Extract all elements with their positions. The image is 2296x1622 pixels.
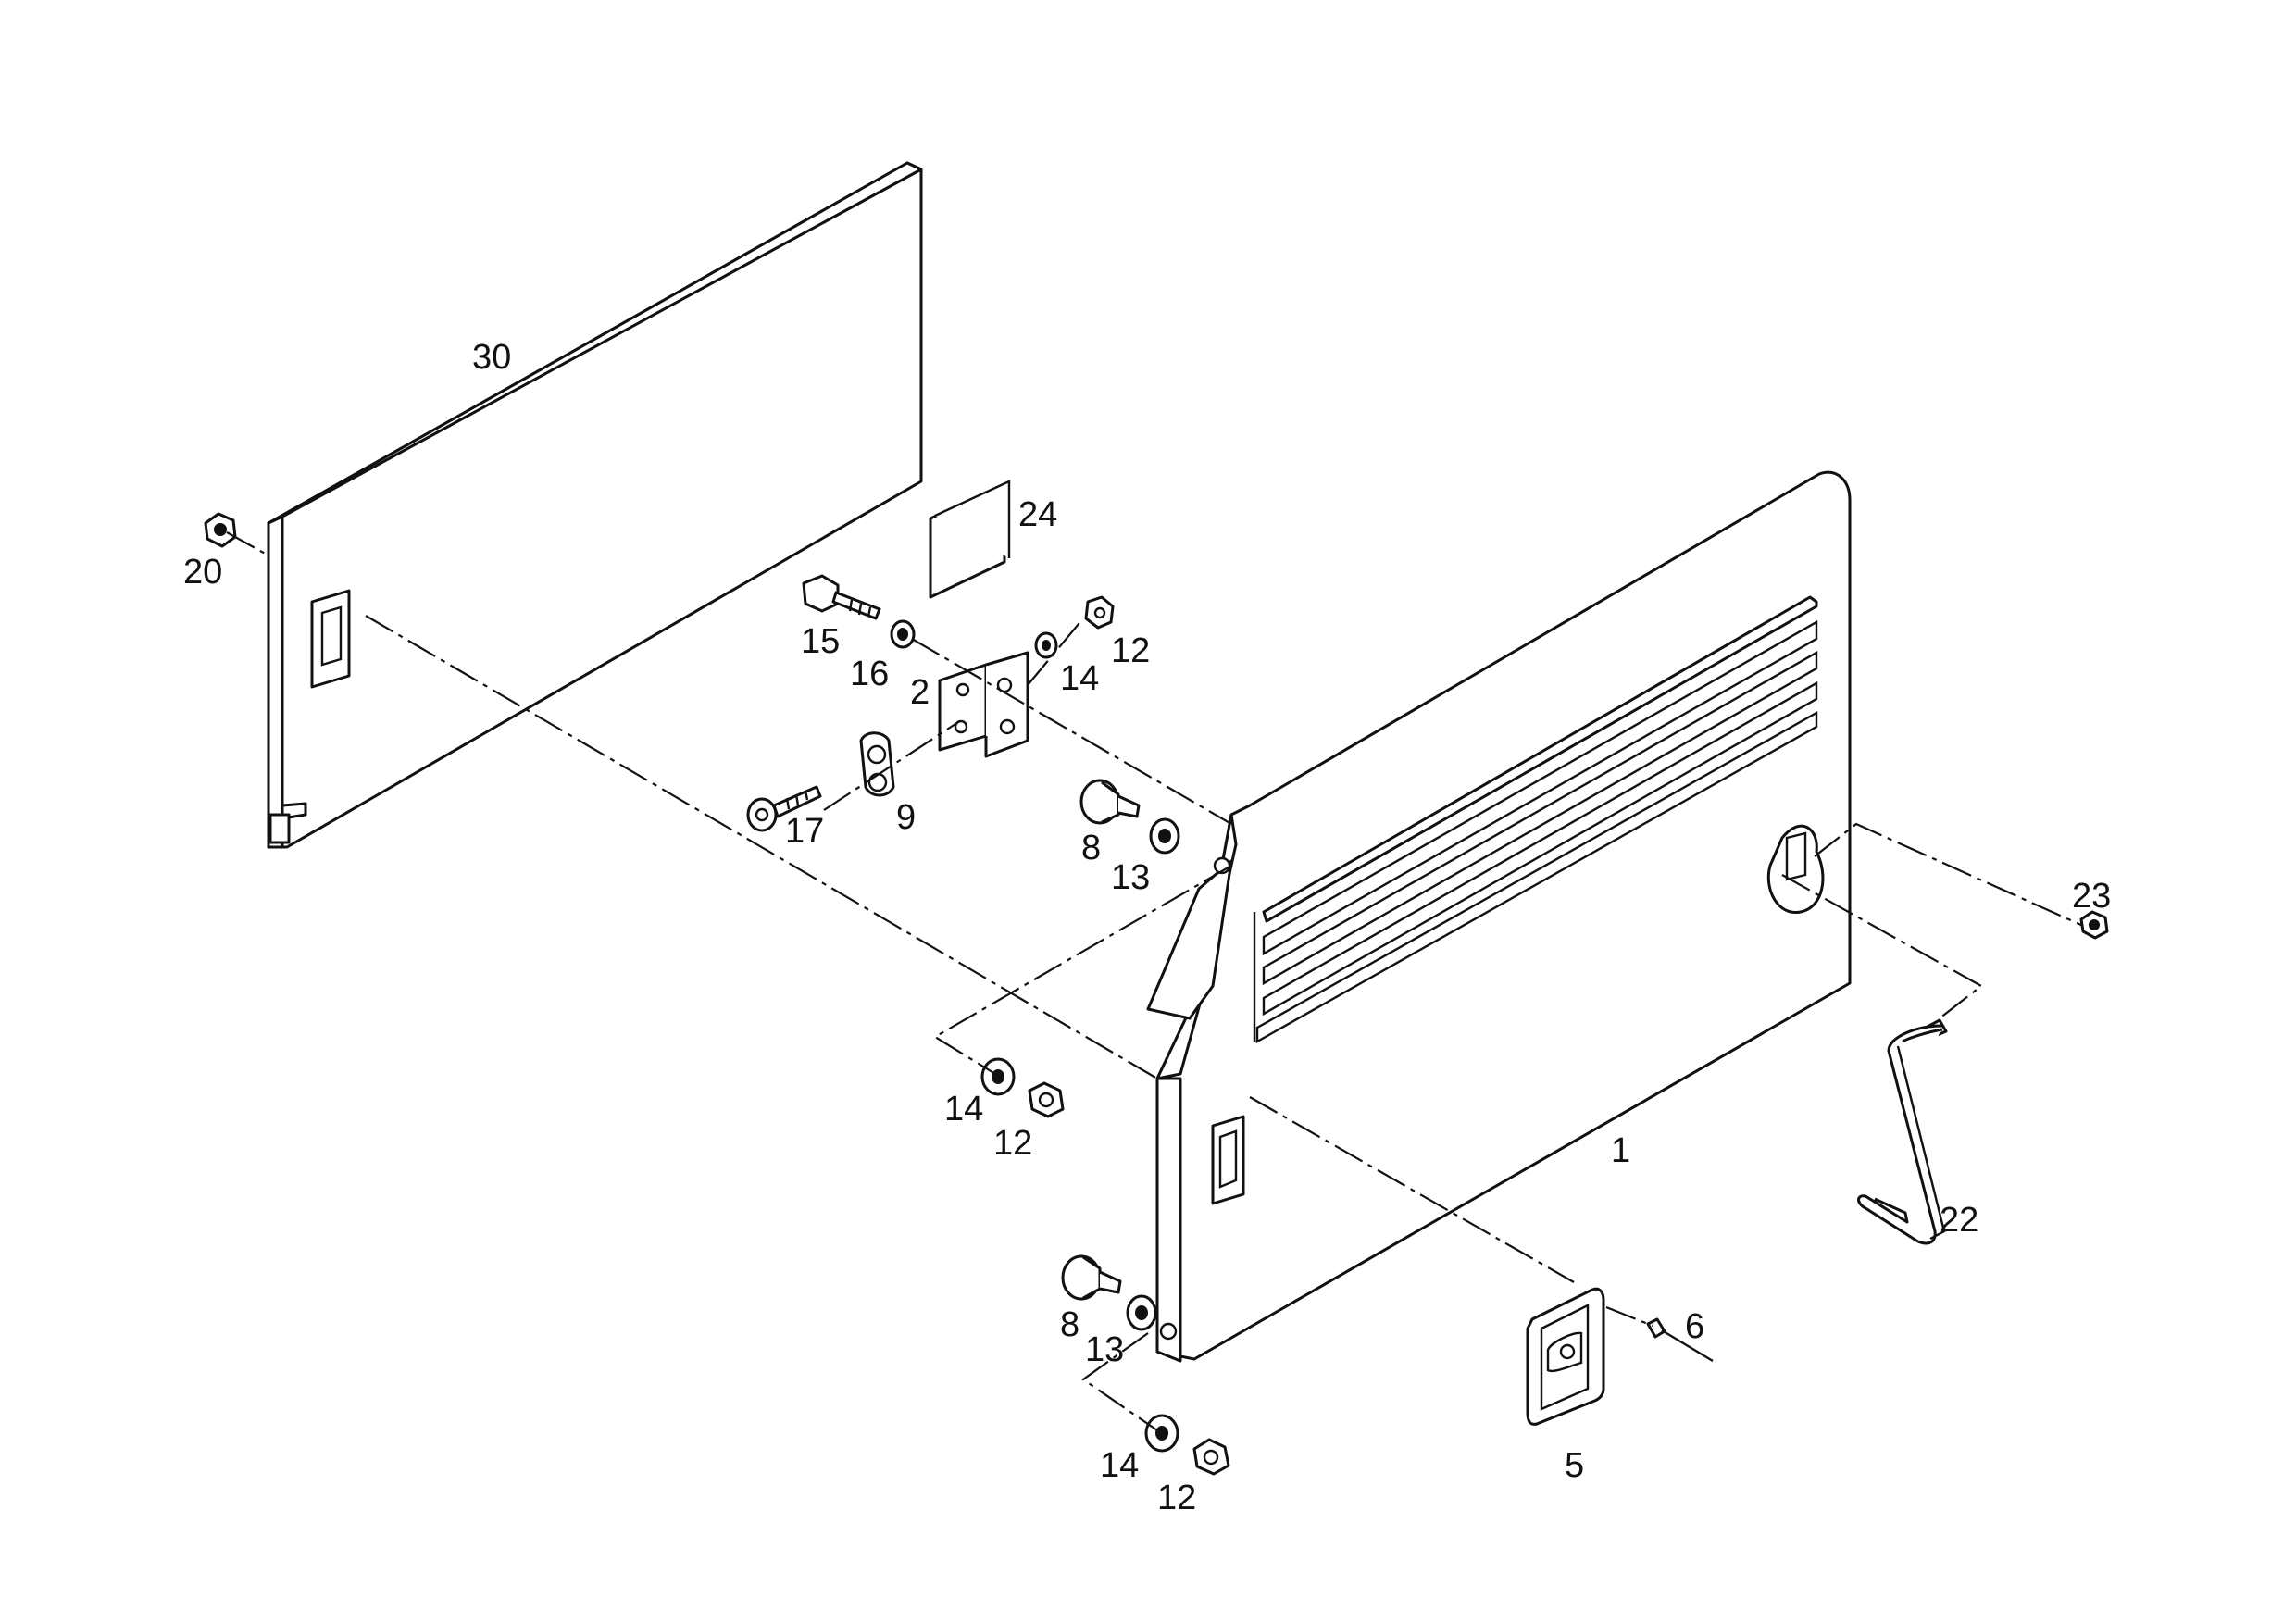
- label-6: 6: [1685, 1307, 1704, 1346]
- label-5: 5: [1565, 1446, 1584, 1485]
- latch-5: [1526, 1287, 1605, 1426]
- louver-vents: [1253, 595, 1818, 1044]
- nut-23: [2079, 910, 2109, 940]
- label-12-mid: 12: [993, 1124, 1032, 1163]
- nut-12-mid: [1028, 1081, 1065, 1118]
- washer-14-bottom: [1144, 1414, 1179, 1453]
- bracket-2: [938, 651, 1029, 758]
- nut-12-bottom: [1192, 1438, 1230, 1476]
- label-8-lower: 8: [1060, 1305, 1079, 1344]
- label-14-mid: 14: [944, 1090, 983, 1129]
- label-16: 16: [850, 655, 889, 693]
- washer-13-upper: [1149, 817, 1180, 855]
- label-12-top: 12: [1111, 631, 1150, 670]
- label-22: 22: [1940, 1201, 1978, 1240]
- label-14-top: 14: [1060, 659, 1099, 698]
- nut-20: [204, 512, 237, 548]
- nut-12-top: [1084, 595, 1115, 630]
- label-13-lower: 13: [1085, 1330, 1124, 1369]
- label-2: 2: [910, 673, 930, 712]
- label-30: 30: [472, 338, 511, 377]
- washer-16: [890, 619, 916, 649]
- knob-8-lower: [1061, 1254, 1122, 1301]
- knob-8-upper: [1079, 779, 1141, 825]
- label-13-upper: 13: [1111, 858, 1150, 897]
- assembly-leader-lines: [226, 531, 2084, 1431]
- washer-13-lower: [1126, 1294, 1157, 1331]
- label-8-upper: 8: [1081, 829, 1101, 867]
- panel-30: [267, 161, 923, 849]
- label-20: 20: [183, 553, 222, 592]
- pin-6: [1646, 1317, 1714, 1363]
- panel-1: [1146, 470, 1852, 1363]
- label-24: 24: [1018, 495, 1057, 534]
- bolt-15: [802, 574, 881, 620]
- label-1: 1: [1611, 1131, 1630, 1170]
- label-9: 9: [896, 798, 916, 837]
- clip-9: [859, 731, 895, 797]
- label-23: 23: [2072, 877, 2111, 916]
- label-12-bottom: 12: [1157, 1479, 1196, 1517]
- handle-22: [1857, 1018, 1948, 1245]
- washer-14-top: [1034, 631, 1058, 659]
- label-15: 15: [801, 622, 840, 661]
- label-17: 17: [785, 812, 824, 851]
- screw-17: [746, 785, 822, 832]
- label-14-bottom: 14: [1100, 1446, 1139, 1485]
- part-labels: 30 1 2 5 6 8 8 9 12 12 12 13 13 14 14 14…: [183, 338, 2111, 1517]
- washer-14-mid: [980, 1057, 1016, 1096]
- pad-24: [929, 480, 1011, 599]
